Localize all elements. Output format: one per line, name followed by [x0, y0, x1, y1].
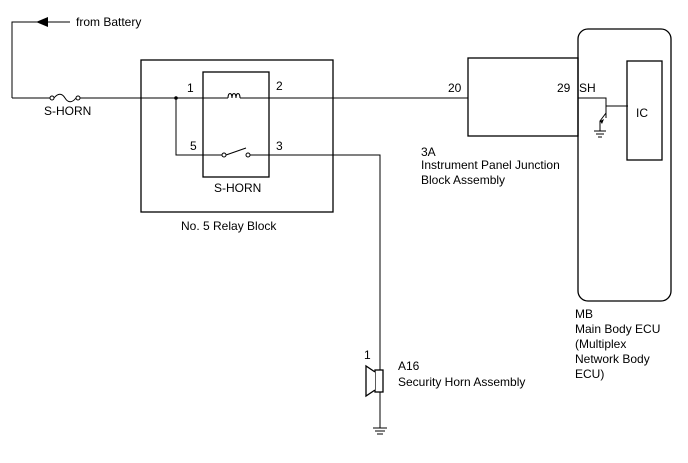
relay-pin-5: 5: [190, 139, 197, 153]
junction-name-line2: Block Assembly: [421, 173, 505, 187]
ecu-name-line4: ECU): [575, 367, 604, 381]
horn-code: A16: [398, 359, 420, 373]
wire-pin3-horn: [250, 154, 381, 370]
ecu-ground-icon: [594, 130, 606, 138]
horn-pin-1: 1: [364, 348, 371, 362]
switch-contact-icon: [245, 152, 251, 158]
wire-junction-ecu: [578, 97, 607, 108]
relay-pin-3: 3: [276, 139, 283, 153]
wire-pin1-pin5: [175, 98, 222, 156]
ecu-name-line3: Network Body: [575, 352, 650, 366]
relay-label: S-HORN: [214, 181, 261, 195]
fuse-icon: [53, 93, 77, 103]
ecu-box: [577, 28, 672, 302]
fuse-label: S-HORN: [44, 104, 91, 118]
battery-arrow-icon: [36, 17, 48, 27]
horn-name: Security Horn Assembly: [398, 375, 525, 389]
horn-ground-icon: [373, 427, 387, 435]
junction-pin-20: 20: [448, 81, 462, 95]
horn-icon: [365, 364, 384, 398]
junction-pin-29: 29: [557, 81, 571, 95]
ic-box: [626, 60, 663, 161]
junction-block-box: [467, 57, 579, 137]
relay-block-box: [140, 59, 334, 213]
junction-code: 3A: [421, 145, 436, 159]
relay-pin-1: 1: [187, 81, 194, 95]
battery-label: from Battery: [76, 15, 141, 29]
ecu-name-line2: (Multiplex: [575, 337, 626, 351]
fuse-s-horn: S-HORN: [44, 93, 91, 118]
switch-blade-icon: [225, 147, 247, 156]
switch-contact-icon: [221, 152, 227, 158]
relay-coil-icon: [227, 93, 241, 99]
transistor-icon: [599, 100, 628, 130]
ecu-name-line1: Main Body ECU: [575, 322, 660, 336]
ecu-signal-sh: SH: [579, 81, 596, 95]
junction-name-line1: Instrument Panel Junction: [421, 158, 560, 172]
relay-box: [202, 71, 270, 178]
ecu-code: MB: [575, 307, 593, 321]
battery-feed: from Battery: [11, 15, 141, 98]
ic-label: IC: [636, 106, 648, 120]
relay-pin-2: 2: [276, 79, 283, 93]
relay-block-caption: No. 5 Relay Block: [181, 219, 277, 233]
